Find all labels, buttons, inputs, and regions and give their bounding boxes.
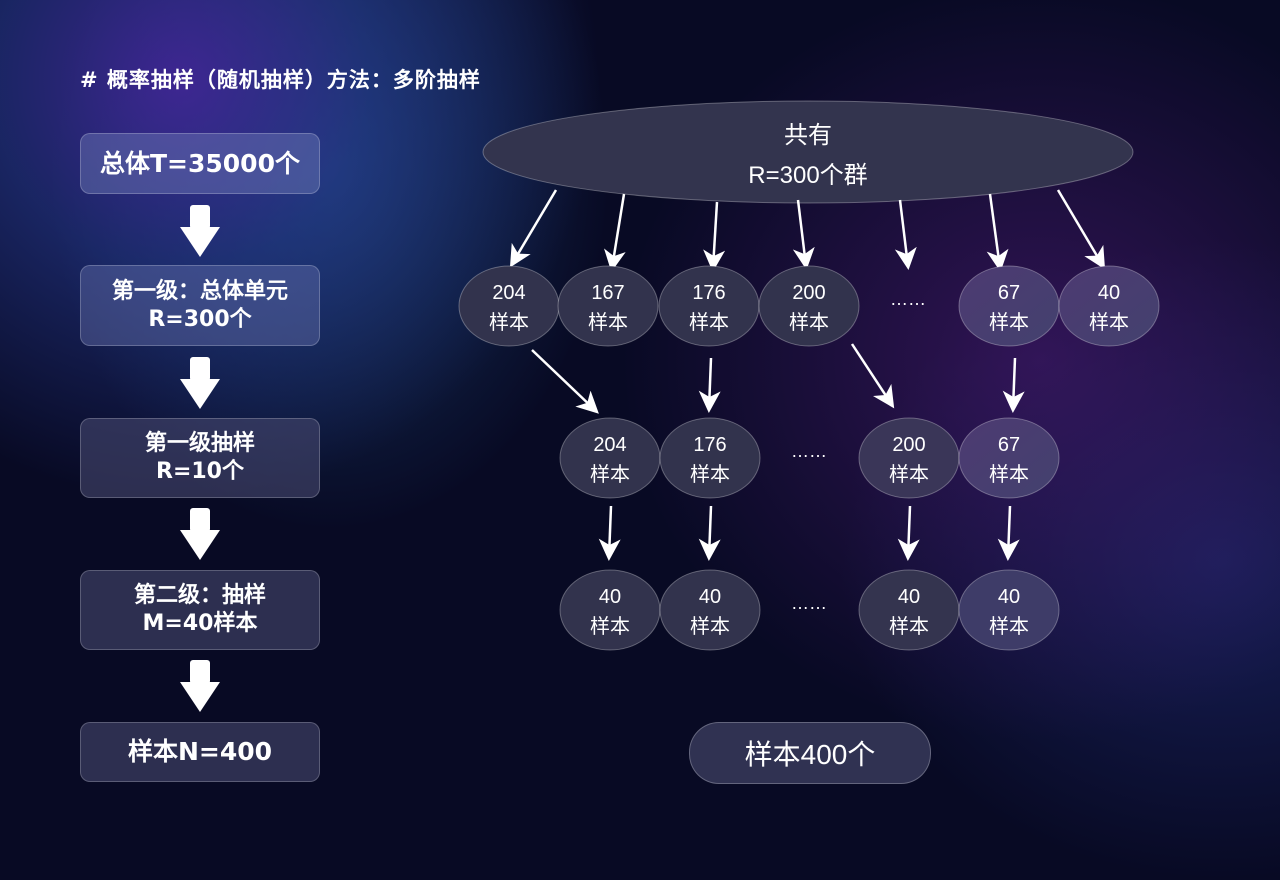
root-line1: 共有 (784, 122, 832, 149)
flow-step-first-level-sampling: 第一级抽样 R=10个 (80, 418, 320, 498)
sample-node (858, 569, 960, 651)
ellipsis: …… (791, 593, 827, 613)
flow-step-sample-size: 样本N=400 (80, 722, 320, 782)
sample-value: 40 (599, 586, 621, 608)
step-line: R=10个 (156, 459, 244, 484)
arrow (703, 201, 726, 272)
cluster-unit: 样本 (489, 311, 529, 334)
arrow (850, 343, 895, 409)
sample-node (659, 569, 761, 651)
sample-unit: 样本 (989, 615, 1029, 638)
cluster-value: 67 (998, 434, 1020, 456)
cluster-node (458, 265, 560, 347)
arrow (531, 349, 599, 414)
cluster-node (958, 417, 1060, 499)
flow-step-first-level-units: 第一级：总体单元 R=300个 (80, 265, 320, 346)
step-line: 第二级：抽样 (133, 583, 266, 608)
cluster-value: 176 (693, 434, 726, 456)
cluster-unit: 样本 (1089, 311, 1129, 334)
arrow (894, 199, 917, 270)
down-arrow-icon (180, 205, 220, 257)
cluster-unit: 样本 (588, 311, 628, 334)
cluster-unit: 样本 (789, 311, 829, 334)
cluster-value: 167 (591, 282, 624, 304)
cluster-node (658, 265, 760, 347)
step-line: M=40样本 (142, 611, 258, 636)
arrow (1056, 189, 1106, 270)
ellipsis: …… (890, 289, 926, 309)
down-arrow-icon (180, 660, 220, 712)
arrow (509, 189, 558, 268)
sample-unit: 样本 (690, 615, 730, 638)
cluster-node (659, 417, 761, 499)
cluster-node (958, 265, 1060, 347)
result-sample-pill: 样本400个 (689, 722, 931, 784)
arrow (897, 505, 920, 561)
ellipsis: …… (791, 441, 827, 461)
cluster-value: 67 (998, 282, 1020, 304)
cluster-node (858, 417, 960, 499)
cluster-node (758, 265, 860, 347)
cluster-unit: 样本 (989, 463, 1029, 486)
row-selected-clusters: 204 样本 176 样本 …… 200 样本 67 样本 (559, 417, 1060, 499)
arrow (997, 505, 1020, 561)
sample-node (559, 569, 661, 651)
sample-node (958, 569, 1060, 651)
cluster-value: 204 (593, 434, 626, 456)
cluster-value: 200 (892, 434, 925, 456)
cluster-unit: 样本 (689, 311, 729, 334)
step-line: R=300个 (148, 306, 252, 332)
cluster-unit: 样本 (989, 311, 1029, 334)
cluster-node (557, 265, 659, 347)
arrow (604, 193, 626, 272)
cluster-value: 204 (492, 282, 525, 304)
cluster-unit: 样本 (590, 463, 630, 486)
cluster-value: 200 (792, 282, 825, 304)
sample-value: 40 (898, 586, 920, 608)
cluster-unit: 样本 (690, 463, 730, 486)
step-line: 样本N=400 (127, 737, 273, 766)
root-line2: R=300个群 (748, 162, 867, 189)
cluster-node (1058, 265, 1160, 347)
arrow (986, 193, 1009, 272)
cluster-value: 40 (1098, 282, 1120, 304)
arrow (1002, 357, 1025, 413)
sample-unit: 样本 (590, 615, 630, 638)
flow-step-population: 总体T=35000个 (80, 133, 320, 194)
cluster-value: 176 (692, 282, 725, 304)
sample-unit: 样本 (889, 615, 929, 638)
arrow (698, 357, 721, 413)
arrow (792, 199, 815, 270)
step-line: 总体T=35000个 (100, 148, 300, 178)
row-all-clusters: 204 样本 167 样本 176 样本 200 样本 …… 67 样本 40 … (458, 265, 1160, 347)
arrow (698, 505, 721, 561)
down-arrow-icon (180, 508, 220, 560)
sample-value: 40 (699, 586, 721, 608)
row-second-level-samples: 40 样本 40 样本 …… 40 样本 40 样本 (559, 569, 1060, 651)
root-cluster-ellipse (482, 100, 1134, 204)
step-line: 第一级：总体单元 (111, 278, 288, 304)
flow-step-second-level-sampling: 第二级：抽样 M=40样本 (80, 570, 320, 650)
down-arrow-icon (180, 357, 220, 409)
page-title: # 概率抽样（随机抽样）方法：多阶抽样 (80, 68, 481, 92)
sample-value: 40 (998, 586, 1020, 608)
cluster-unit: 样本 (889, 463, 929, 486)
step-line: 第一级抽样 (144, 431, 255, 456)
cluster-node (559, 417, 661, 499)
arrow (598, 505, 621, 561)
